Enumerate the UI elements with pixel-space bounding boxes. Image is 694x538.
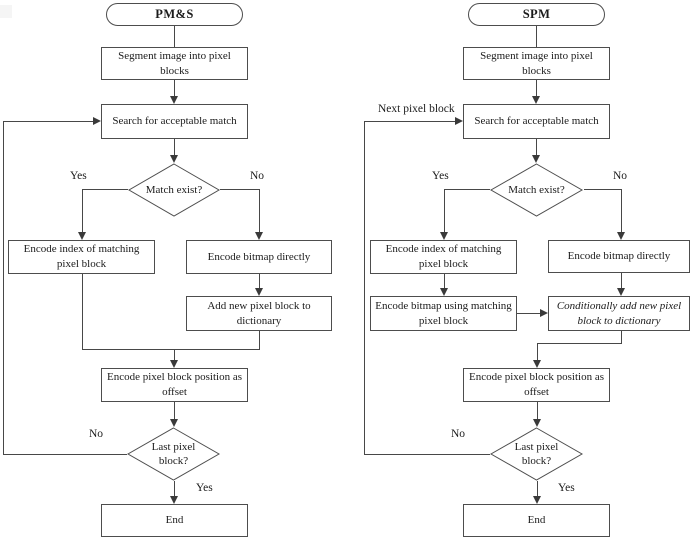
flow-line — [259, 274, 260, 289]
flow-line — [536, 139, 537, 156]
flow-line — [3, 454, 127, 455]
edge-label-no: No — [613, 170, 628, 182]
process-search-match-pms: Search for acceptable match — [101, 104, 248, 139]
flow-line — [621, 331, 622, 344]
arrowhead-down — [533, 496, 541, 504]
process-segment-blocks-spm: Segment image into pixel blocks — [463, 47, 610, 80]
arrowhead-down — [440, 288, 448, 296]
flow-line — [82, 189, 128, 190]
process-encode-bitmap-matching-spm: Encode bitmap using matching pixel block — [370, 296, 517, 331]
flow-line — [537, 343, 538, 361]
edge-label-yes: Yes — [432, 170, 449, 182]
flow-line — [537, 481, 538, 497]
flow-line — [517, 313, 541, 314]
flow-line — [82, 189, 83, 233]
flow-line — [536, 26, 537, 47]
flow-line — [364, 454, 490, 455]
flow-line — [621, 273, 622, 289]
flow-line — [3, 121, 4, 454]
diamond-shape — [490, 427, 583, 481]
arrowhead-down — [170, 419, 178, 427]
diamond-shape — [128, 163, 220, 217]
diamond-shape — [127, 427, 220, 481]
process-segment-blocks-pms: Segment image into pixel blocks — [101, 47, 248, 80]
edge-label-next-pixel-block: Next pixel block — [378, 103, 455, 115]
arrowhead-down — [533, 360, 541, 368]
edge-label-no: No — [250, 170, 265, 182]
flow-line — [82, 274, 83, 350]
arrowhead-down — [255, 288, 263, 296]
decision-last-block-pms: Last pixel block? — [127, 427, 220, 481]
process-encode-position-spm: Encode pixel block position as offset — [463, 368, 610, 402]
flow-line — [537, 343, 622, 344]
process-encode-position-pms: Encode pixel block position as offset — [101, 368, 248, 402]
process-conditional-add-spm: Conditionally add new pixel block to dic… — [548, 296, 690, 331]
arrowhead-down — [532, 155, 540, 163]
arrowhead-down — [617, 232, 625, 240]
arrowhead-right — [455, 117, 463, 125]
decision-last-block-spm: Last pixel block? — [490, 427, 583, 481]
process-search-match-spm: Search for acceptable match — [463, 104, 610, 139]
scan-artifact — [0, 5, 12, 18]
process-add-dictionary-pms: Add new pixel block to dictionary — [186, 296, 332, 331]
flow-line — [536, 80, 537, 97]
terminator-end-spm: End — [463, 504, 610, 537]
flow-line — [220, 189, 260, 190]
arrowhead-down — [170, 155, 178, 163]
arrowhead-down — [255, 232, 263, 240]
flow-line — [444, 274, 445, 289]
flow-line — [259, 189, 260, 233]
edge-label-no: No — [89, 428, 104, 440]
arrowhead-down — [440, 232, 448, 240]
edge-label-no: No — [451, 428, 466, 440]
flow-line — [174, 26, 175, 47]
process-encode-index-pms: Encode index of matching pixel block — [8, 240, 155, 274]
arrowhead-right — [93, 117, 101, 125]
decision-label: Last pixel block? — [514, 440, 559, 467]
arrowhead-down — [533, 419, 541, 427]
flow-line — [259, 331, 260, 350]
arrowhead-down — [617, 288, 625, 296]
diamond-shape — [490, 163, 583, 217]
flow-line — [444, 189, 445, 233]
flow-line — [584, 189, 621, 190]
flow-line — [537, 402, 538, 420]
process-encode-index-spm: Encode index of matching pixel block — [370, 240, 517, 274]
flow-line — [174, 349, 175, 361]
process-encode-bitmap-spm: Encode bitmap directly — [548, 240, 690, 273]
arrowhead-down — [532, 96, 540, 104]
edge-label-yes: Yes — [196, 482, 213, 494]
terminator-start-spm: SPM — [468, 3, 605, 26]
flow-line — [174, 481, 175, 497]
flow-line — [364, 121, 456, 122]
decision-match-exist-spm: Match exist? — [490, 163, 583, 217]
flow-line — [174, 139, 175, 156]
arrowhead-down — [170, 360, 178, 368]
flow-line — [621, 189, 622, 233]
edge-label-yes: Yes — [70, 170, 87, 182]
decision-match-exist-pms: Match exist? — [128, 163, 220, 217]
arrowhead-right — [540, 309, 548, 317]
edge-label-yes: Yes — [558, 482, 575, 494]
flow-line — [364, 121, 365, 454]
arrowhead-down — [170, 96, 178, 104]
decision-label: Match exist? — [145, 183, 203, 196]
flow-line — [3, 121, 94, 122]
flow-line — [174, 80, 175, 97]
decision-label: Last pixel block? — [151, 440, 196, 467]
arrowhead-down — [170, 496, 178, 504]
process-encode-bitmap-pms: Encode bitmap directly — [186, 240, 332, 274]
flow-line — [444, 189, 490, 190]
arrowhead-down — [78, 232, 86, 240]
decision-label: Match exist? — [508, 183, 565, 196]
terminator-end-pms: End — [101, 504, 248, 537]
flow-line — [82, 349, 260, 350]
flow-line — [174, 402, 175, 420]
terminator-start-pms: PM&S — [106, 3, 243, 26]
